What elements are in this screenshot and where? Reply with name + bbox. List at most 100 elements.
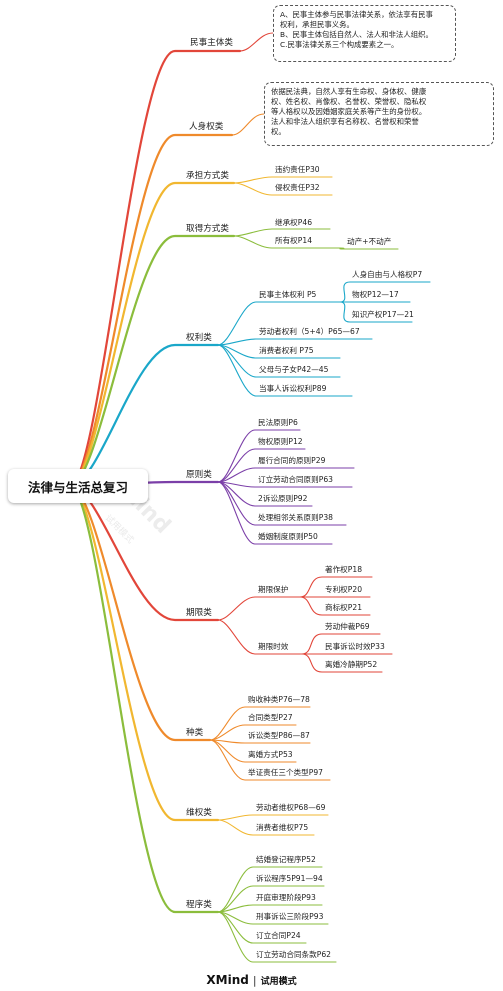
- node-principle-contract[interactable]: 履行合同的原则P29: [258, 456, 326, 465]
- child-connector: [299, 576, 373, 598]
- node-types-divorce[interactable]: 离婚方式P53: [248, 750, 293, 759]
- node-types-burden[interactable]: 举证责任三个类型P97: [248, 768, 323, 777]
- child-connector: [233, 182, 333, 196]
- note-line: 法人和非法人组织享有名称权、名誉权和荣誉: [271, 117, 419, 126]
- branch-line: [68, 484, 220, 914]
- footer-mode: 试用模式: [260, 976, 297, 987]
- note-line: 等人格权以及因婚姻家庭关系等产生的身份权。: [271, 107, 427, 116]
- node-terms-limitation[interactable]: 期限时效: [258, 642, 289, 651]
- root-title: 法律与生活总复习: [27, 479, 128, 495]
- node-types-purchase[interactable]: 购收种类P76—78: [248, 695, 310, 704]
- node-types-litigation[interactable]: 诉讼类型P86—87: [248, 731, 310, 740]
- branch-line: [68, 484, 220, 622]
- node-acquisition-note[interactable]: 动产+不动产: [347, 237, 392, 246]
- node-terms-labor-arbitration[interactable]: 劳动仲裁P69: [325, 622, 370, 631]
- note-line: C.民事法律关系三个构成要素之一。: [280, 40, 399, 49]
- node-principle-labor-contract[interactable]: 订立劳动合同原则P63: [258, 475, 333, 484]
- node-terms-copyright[interactable]: 著作权P18: [325, 565, 363, 574]
- child-connector: [217, 448, 306, 483]
- node-defense-consumer[interactable]: 消费者维权P75: [256, 823, 309, 832]
- category-acquisition[interactable]: 取得方式类: [186, 224, 229, 234]
- child-connector: [217, 596, 301, 621]
- child-connector: [299, 596, 371, 616]
- category-rights[interactable]: 权利类: [186, 333, 212, 343]
- child-connector: [217, 911, 337, 963]
- child-connector: [217, 885, 325, 913]
- node-procedure-trial[interactable]: 开庭审理阶段P93: [256, 893, 316, 902]
- branch-line: [68, 234, 236, 488]
- node-procedure-litigation[interactable]: 诉讼程序5P91—94: [256, 874, 323, 883]
- node-rights-consumer[interactable]: 消费者权利 P75: [259, 346, 314, 355]
- node-terms-civil-limitation[interactable]: 民事诉讼时效P33: [325, 642, 385, 651]
- node-liability-tort[interactable]: 侵权责任P32: [275, 183, 320, 192]
- footer-separator: |: [252, 973, 257, 987]
- child-connector: [209, 724, 297, 741]
- category-defense[interactable]: 维权类: [186, 808, 212, 818]
- node-terms-divorce-cooling[interactable]: 离婚冷静期P52: [325, 660, 378, 669]
- child-connector: [217, 467, 355, 483]
- note-line: B、民事主体包括自然人、法人和非法人组织。: [280, 30, 433, 39]
- node-rights-personal-freedom[interactable]: 人身自由与人格权P7: [352, 270, 423, 279]
- node-procedure-marriage[interactable]: 结婚登记程序P52: [256, 855, 316, 864]
- child-connector: [217, 429, 301, 483]
- node-acquisition-ownership[interactable]: 所有权P14: [275, 236, 313, 245]
- child-connector: [217, 819, 315, 836]
- node-rights-litigant[interactable]: 当事人诉讼权利P89: [259, 384, 327, 393]
- node-types-contract[interactable]: 合同类型P27: [248, 713, 293, 722]
- category-liability[interactable]: 承担方式类: [186, 171, 229, 181]
- category-personal-rights[interactable]: 人身权类: [189, 122, 224, 132]
- child-connector: [209, 706, 311, 741]
- child-connector: [339, 301, 413, 323]
- child-connector: [233, 176, 333, 184]
- child-connector: [217, 866, 323, 913]
- child-connector: [217, 481, 333, 545]
- child-connector: [209, 739, 331, 781]
- child-connector: [233, 228, 331, 237]
- node-principle-neighbor[interactable]: 处理相邻关系原则P38: [258, 513, 333, 522]
- note-civil-subject: A、民事主体参与民事法律关系，依法享有民事 权利，承担民事义务。 B、民事主体包…: [273, 5, 456, 62]
- note-personal-rights: 依据民法典，自然人享有生命权、身体权、健康 权、姓名权、肖像权、名誉权、荣誉权、…: [264, 82, 494, 146]
- node-procedure-criminal[interactable]: 刑事诉讼三阶段P93: [256, 912, 324, 921]
- node-principle-marriage[interactable]: 婚姻制度原则P50: [258, 532, 318, 541]
- node-rights-property[interactable]: 物权P12—17: [352, 290, 399, 299]
- node-principle-litigation[interactable]: 2诉讼原则P92: [258, 494, 308, 503]
- child-connector: [233, 235, 341, 249]
- node-principle-property[interactable]: 物权原则P12: [258, 437, 303, 446]
- child-connector: [217, 619, 303, 655]
- child-connector: [217, 904, 323, 913]
- category-civil-subject[interactable]: 民事主体类: [190, 38, 233, 48]
- child-connector: [217, 344, 353, 397]
- node-terms-trademark[interactable]: 商标权P21: [325, 603, 363, 612]
- node-rights-ip[interactable]: 知识产权P17—21: [352, 310, 414, 319]
- category-procedure[interactable]: 程序类: [186, 900, 212, 910]
- category-types[interactable]: 种类: [186, 728, 204, 738]
- child-connector: [301, 653, 383, 673]
- node-liability-contract[interactable]: 违约责任P30: [275, 165, 320, 174]
- node-terms-patent[interactable]: 专利权P20: [325, 585, 363, 594]
- note-line: 依据民法典，自然人享有生命权、身体权、健康: [271, 87, 427, 96]
- node-rights-labor[interactable]: 劳动者权利（5+4）P65—67: [259, 327, 360, 336]
- category-terms[interactable]: 期限类: [186, 608, 212, 618]
- note-line: 权、姓名权、肖像权、名誉权、荣誉权、隐私权: [271, 97, 427, 106]
- node-rights-parents[interactable]: 父母与子女P42—45: [259, 365, 329, 374]
- child-connector: [339, 281, 431, 303]
- node-acquisition-inheritance[interactable]: 继承权P46: [275, 218, 313, 227]
- note-line: 权。: [271, 127, 286, 136]
- branch-line: [68, 484, 220, 822]
- child-connector: [339, 247, 399, 250]
- node-defense-labor[interactable]: 劳动者维权P68—69: [256, 803, 326, 812]
- node-procedure-contract[interactable]: 订立合同P24: [256, 931, 301, 940]
- node-procedure-labor-contract[interactable]: 订立劳动合同条款P62: [256, 950, 331, 959]
- note-line: A、民事主体参与民事法律关系，依法享有民事: [280, 10, 433, 19]
- node-principle-civil[interactable]: 民法原则P6: [258, 418, 298, 427]
- branch-line: [68, 343, 220, 488]
- category-principles[interactable]: 原则类: [186, 470, 212, 480]
- node-terms-protection[interactable]: 期限保护: [258, 585, 289, 594]
- node-rights-civil-subject[interactable]: 民事主体权利 P5: [259, 290, 317, 299]
- footer-brand: XMind: [206, 973, 249, 987]
- branch-line: [68, 49, 242, 488]
- child-connector: [217, 814, 329, 821]
- root-node[interactable]: 法律与生活总复习: [8, 469, 148, 503]
- child-connector: [239, 32, 274, 52]
- footer-bar: XMind | 试用模式: [0, 969, 503, 991]
